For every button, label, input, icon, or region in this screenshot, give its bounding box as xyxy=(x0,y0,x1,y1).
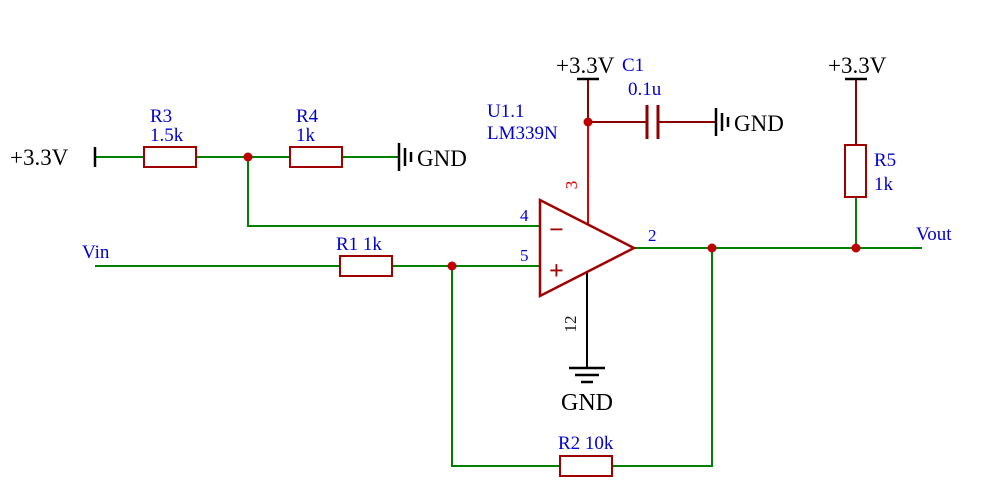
resistor-body xyxy=(559,455,613,477)
resistor-r2: R2 10k xyxy=(558,433,614,477)
net-labels: Vin Vout xyxy=(82,224,952,263)
resistor-ref: R5 xyxy=(874,150,896,171)
ground-after-c1: GND xyxy=(714,108,784,136)
resistor-value: 1k xyxy=(874,174,894,195)
ground-label: GND xyxy=(734,111,784,136)
inverting-sign: − xyxy=(549,215,564,244)
ground-after-r4: GND xyxy=(397,143,467,171)
resistor-label: R2 10k xyxy=(558,433,614,454)
pin-number-4: 4 xyxy=(520,206,529,225)
resistor-value: 1.5k xyxy=(150,125,184,146)
resistor-r4: R4 1k xyxy=(289,106,343,168)
power-label: +3.3V xyxy=(828,53,887,78)
power-label: +3.3V xyxy=(10,145,69,170)
resistor-ref: R4 xyxy=(296,106,319,127)
power-port-top: +3.3V xyxy=(556,53,615,81)
power-port-left: +3.3V xyxy=(10,145,97,170)
wire xyxy=(247,157,540,227)
junction-dot xyxy=(243,152,253,162)
resistor-label: R1 1k xyxy=(336,234,382,255)
junction-dot xyxy=(583,117,593,127)
wire xyxy=(451,266,560,467)
power-label: +3.3V xyxy=(556,53,615,78)
wire xyxy=(612,248,713,467)
junction-dot xyxy=(851,243,861,253)
net-label-vout: Vout xyxy=(916,224,952,245)
junction-dot xyxy=(707,243,717,253)
resistor-r5: R5 1k xyxy=(844,144,896,198)
pin-number-5: 5 xyxy=(520,246,529,265)
resistor-value: 1k xyxy=(296,125,316,146)
ground-below-u1: GND xyxy=(561,366,613,416)
capacitor-value: 0.1u xyxy=(628,79,662,100)
resistor-body xyxy=(339,255,393,277)
resistor-r1: R1 1k xyxy=(336,234,393,277)
pin-number-2: 2 xyxy=(648,226,657,245)
pin-number-12: 12 xyxy=(561,316,580,333)
ground-label: GND xyxy=(561,390,613,416)
comparator-ref: U1.1 xyxy=(487,101,524,122)
resistor-body xyxy=(289,146,343,168)
opamp-triangle xyxy=(538,197,637,299)
capacitor-ref: C1 xyxy=(622,55,644,76)
ground-label: GND xyxy=(417,146,467,171)
resistor-ref: R3 xyxy=(150,106,172,127)
capacitor-c1: C1 0.1u xyxy=(622,55,662,139)
junction-dot xyxy=(447,261,457,271)
resistor-body xyxy=(143,146,197,168)
resistor-body xyxy=(844,144,867,198)
net-label-vin: Vin xyxy=(82,242,110,263)
resistor-r3: R3 1.5k xyxy=(143,106,197,168)
junctions xyxy=(243,117,861,271)
noninverting-sign: + xyxy=(549,256,564,285)
comparator-part: LM339N xyxy=(487,123,558,144)
comparator-u1: − + U1.1 LM339N 4 5 2 3 12 xyxy=(487,101,657,333)
power-port-right: +3.3V xyxy=(828,53,887,81)
pin-number-3: 3 xyxy=(562,181,581,190)
wires xyxy=(95,80,922,467)
